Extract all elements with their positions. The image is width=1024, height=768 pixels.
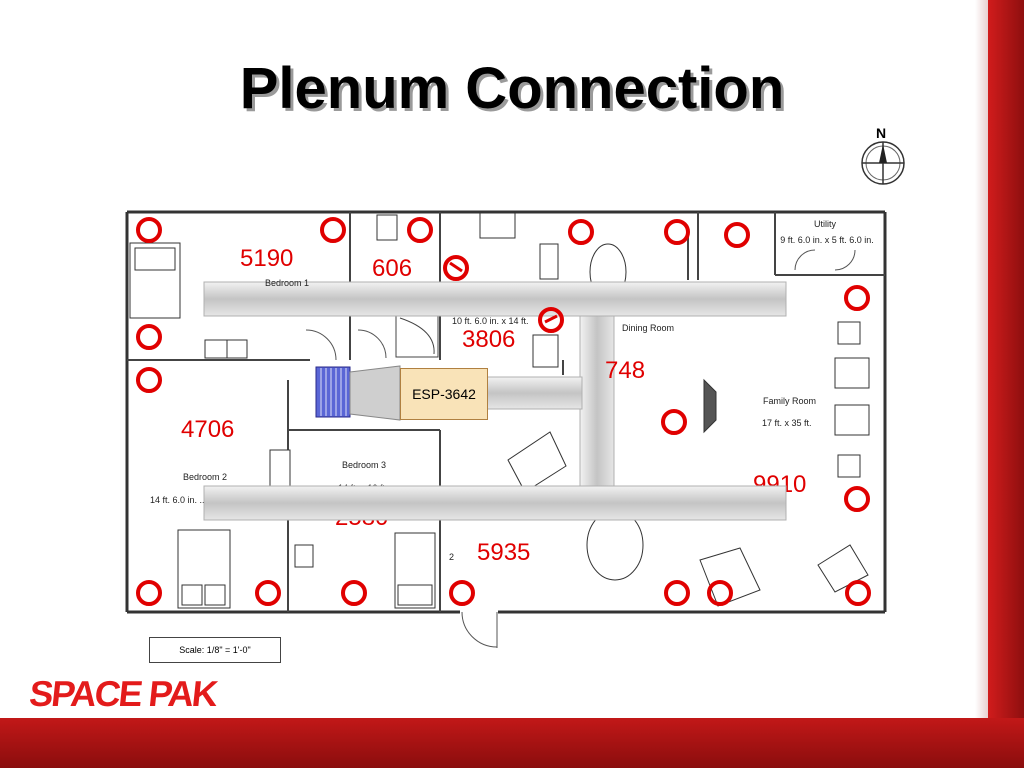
room-label-dining: Dining Room: [622, 323, 675, 333]
room-label-utility: Utility: [814, 219, 836, 229]
outlet-marker: [255, 580, 281, 606]
outlet-marker: [538, 307, 564, 333]
cfm-label: 5935: [477, 539, 531, 566]
frame-right-border: [988, 0, 1024, 768]
outlet-marker: [845, 580, 871, 606]
outlet-marker: [844, 486, 870, 512]
room-size-family: 17 ft. x 35 ft.: [762, 418, 812, 428]
cfm-label: 606: [372, 255, 413, 282]
outlet-marker: [661, 409, 687, 435]
outlet-marker: [136, 217, 162, 243]
cfm-label: 5190: [240, 245, 294, 272]
slide-title: Plenum Connection: [239, 56, 785, 121]
outlet-marker: [136, 367, 162, 393]
room-size-bedroom2: 14 ft. 6.0 in. ...: [150, 495, 208, 505]
outlet-marker: [724, 222, 750, 248]
outlet-marker: [664, 219, 690, 245]
misc-mark: 2: [449, 552, 455, 562]
outlet-marker: [136, 324, 162, 350]
compass-icon: N: [856, 124, 906, 190]
frame-bottom-border: [0, 718, 1024, 768]
outlet-marker: [443, 255, 469, 281]
outlet-marker: [568, 219, 594, 245]
cfm-label: 748: [605, 357, 646, 384]
space-pak-logo: SPACE PAK: [27, 670, 225, 715]
scale-note: Scale: 1/8" = 1'-0": [149, 637, 281, 663]
cfm-label: 3806: [462, 326, 516, 353]
room-size-kitchen: 10 ft. 6.0 in. x 14 ft.: [452, 316, 529, 326]
air-handler-box: ESP-3642: [400, 368, 488, 420]
room-size-bedroom3: 14 ft. x 10 ft.: [338, 483, 388, 493]
outlet-marker: [136, 580, 162, 606]
room-size-utility: 9 ft. 6.0 in. x 5 ft. 6.0 in.: [780, 235, 874, 245]
outlet-marker: [707, 580, 733, 606]
outlet-marker: [407, 217, 433, 243]
cfm-label: 4706: [181, 416, 235, 443]
outlet-marker: [664, 580, 690, 606]
room-label-bedroom1: Bedroom 1: [265, 278, 310, 288]
logo-text: SPACE PAK: [30, 673, 220, 714]
outlet-marker: [341, 580, 367, 606]
room-label-bedroom2: Bedroom 2: [183, 472, 228, 482]
room-label-family: Family Room: [763, 396, 817, 406]
cfm-label: 9910: [753, 471, 807, 498]
compass-label: N: [876, 125, 886, 141]
frame-shadow: [975, 0, 988, 718]
outlet-marker: [320, 217, 346, 243]
room-label-bedroom3: Bedroom 3: [342, 460, 387, 470]
outlet-marker: [844, 285, 870, 311]
outlet-marker: [449, 580, 475, 606]
cfm-label: 2580: [335, 504, 389, 526]
